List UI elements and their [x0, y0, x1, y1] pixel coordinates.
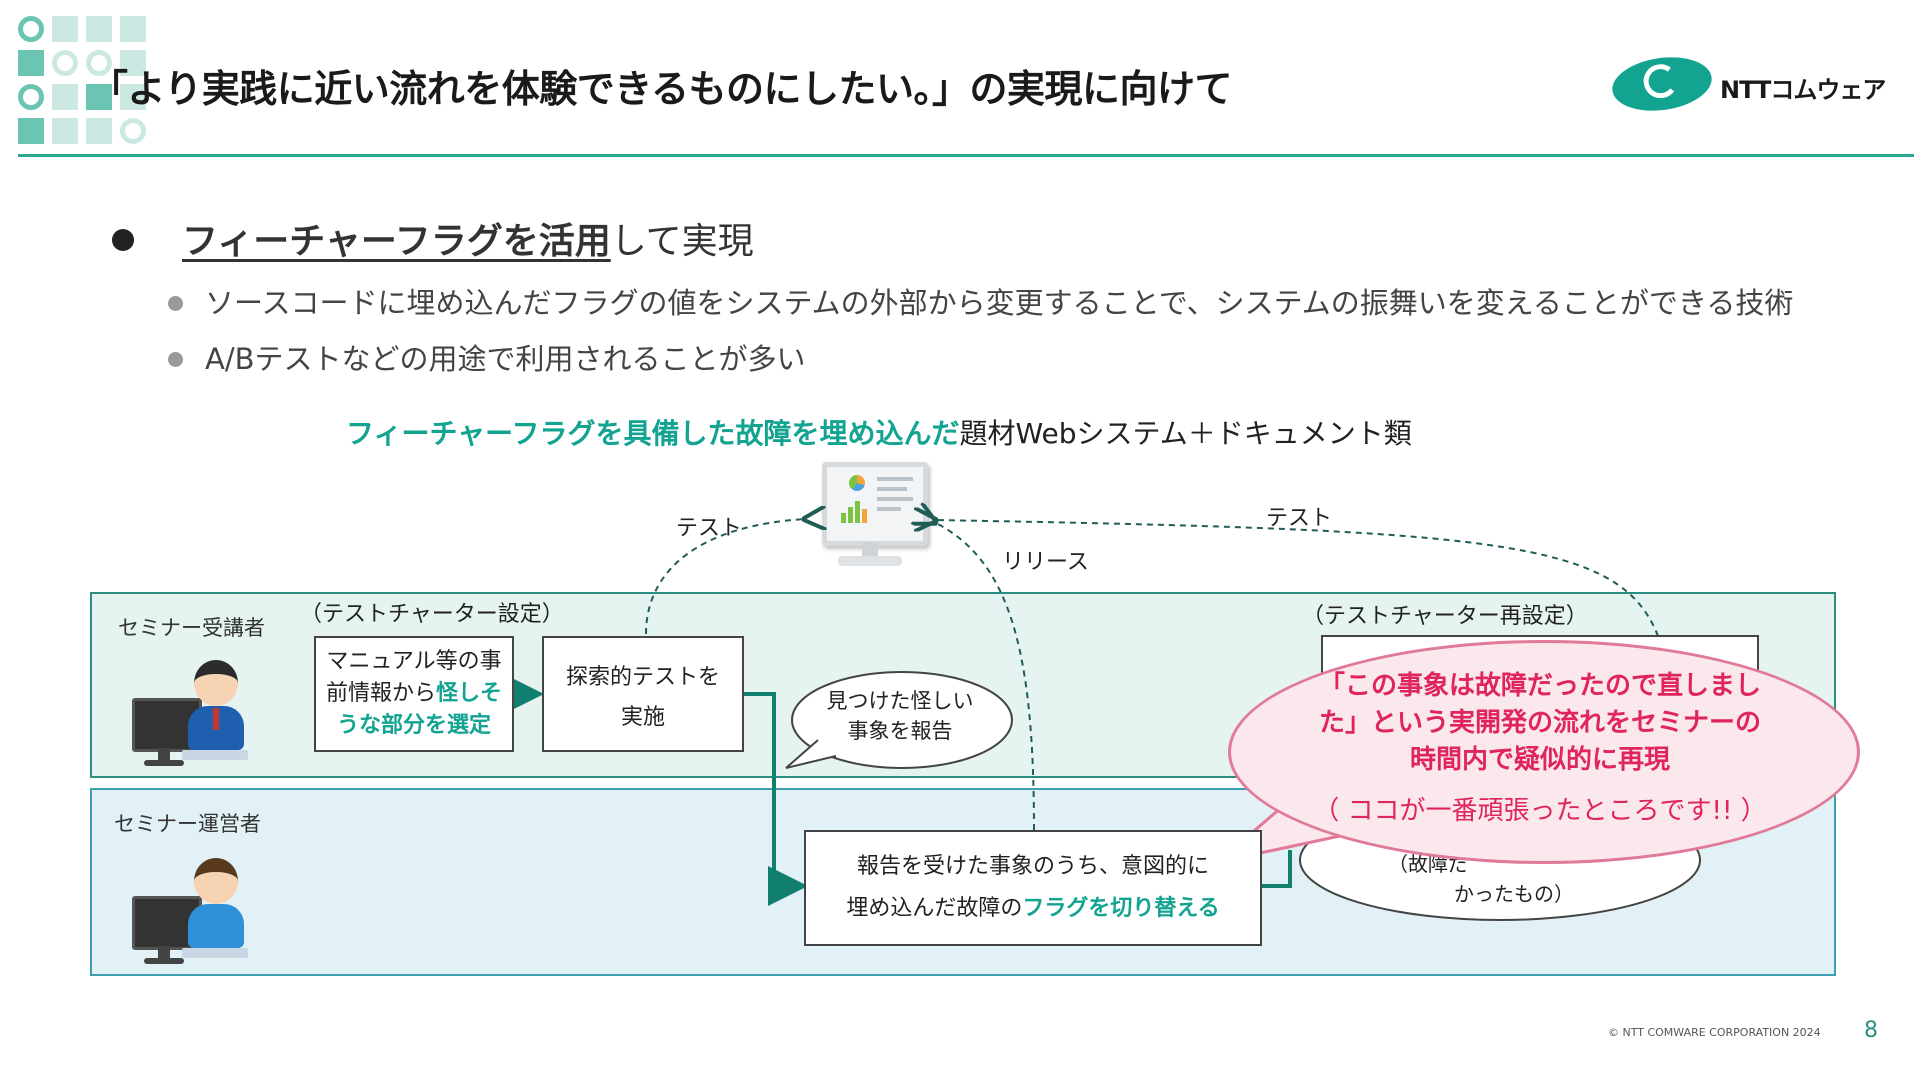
- main-bullet: フィーチャーフラグを活用して実現: [112, 212, 754, 264]
- release-arrow: [934, 522, 1035, 831]
- label-release: リリース: [1002, 550, 1089, 575]
- box-select-line2b: 怪しそ: [436, 681, 503, 706]
- box-switch-flag: 報告を受けた事象のうち、意図的に 埋め込んだ故障のフラグを切り替える: [804, 830, 1262, 946]
- speech-report-line2: 事象を報告: [847, 719, 953, 743]
- callout-line3: 時間内で疑似的に再現: [1409, 745, 1670, 775]
- brand-name: NTTコムウェア: [1720, 76, 1886, 104]
- test-arrow-left: [645, 519, 806, 635]
- lane-label-attendee: セミナー受講者: [118, 616, 265, 640]
- box-select-line3: うな部分を選定: [336, 713, 491, 738]
- box-select-suspicious: マニュアル等の事 前情報から怪しそ うな部分を選定: [314, 636, 514, 752]
- page-number: 8: [1864, 1018, 1878, 1043]
- speech-report-line1: 見つけた怪しい: [826, 689, 974, 713]
- bullet-dot-icon: [112, 229, 134, 251]
- diagram-heading-highlight: フィーチャーフラグを具備した故障を埋め込んだ: [346, 417, 960, 450]
- box-exploratory-test: 探索的テストを 実施: [542, 636, 744, 752]
- ellipse-partial-text-2: かったもの）: [1454, 882, 1574, 906]
- flow-arrow-explore-to-switch: [744, 692, 808, 906]
- attendee-person-icon: [132, 660, 252, 770]
- box-switch-line2a: 埋め込んだ故障の: [846, 896, 1023, 921]
- diagram-heading: フィーチャーフラグを具備した故障を埋め込んだ題材Webシステム＋ドキュメント類: [346, 412, 1412, 452]
- main-bullet-rest: して実現: [610, 221, 754, 262]
- brand-logo: NTTコムウェア: [1608, 51, 1886, 117]
- box-select-line2a: 前情報から: [325, 681, 436, 706]
- speech-bubble-report: [791, 671, 1013, 769]
- page-title: 「より実践に近い流れを体験できるものにしたい。」の実現に向けて: [90, 67, 1232, 111]
- label-charter-setup: （テストチャーター設定）: [300, 602, 564, 627]
- operator-person-icon: [132, 858, 252, 968]
- callout-line2: た」という実開発の流れをセミナーの: [1318, 708, 1761, 738]
- bullet-dot-icon: [168, 295, 183, 311]
- speech-report-text: 見つけた怪しい 事象を報告: [800, 686, 1000, 746]
- label-test-left: テスト: [676, 516, 743, 541]
- sub-bullet-text: ソースコードに埋め込んだフラグの値をシステムの外部から変更することで、システムの…: [205, 286, 1794, 320]
- lane-label-operator: セミナー運営者: [114, 812, 261, 836]
- sub-bullet: A/Bテストなどの用途で利用されることが多い: [168, 336, 806, 378]
- sub-bullet: ソースコードに埋め込んだフラグの値をシステムの外部から変更することで、システムの…: [168, 280, 1793, 322]
- bullet-dot-icon: [168, 351, 183, 367]
- box-select-line1: マニュアル等の事: [326, 649, 502, 674]
- footer-copyright: © NTT COMWARE CORPORATION 2024: [1608, 1026, 1821, 1039]
- flow-arrow-switch-out: [1262, 850, 1292, 888]
- diagram-heading-rest: 題材Webシステム＋ドキュメント類: [959, 417, 1412, 450]
- box-explore-line1: 探索的テストを: [565, 665, 720, 690]
- callout-text: 「この事象は故障だったので直しまし た」という実開発の流れをセミナーの 時間内で…: [1260, 668, 1820, 779]
- box-switch-line2b: フラグを切り替える: [1022, 896, 1220, 921]
- box-switch-line1: 報告を受けた事象のうち、意図的に: [856, 854, 1209, 879]
- main-bullet-emphasis: フィーチャーフラグを活用: [182, 221, 611, 262]
- speech-bubble-report-tail: [785, 739, 837, 769]
- callout-bubble: [1228, 640, 1860, 864]
- callout-line1: 「この事象は故障だったので直しまし: [1318, 671, 1761, 701]
- test-arrow-right: [934, 520, 1659, 637]
- decorative-grid-logo: [18, 16, 148, 146]
- web-system-monitor-icon: [814, 462, 928, 572]
- label-test-right: テスト: [1266, 506, 1333, 531]
- box-explore-line2: 実施: [620, 705, 665, 730]
- sub-bullet-text: A/Bテストなどの用途で利用されることが多い: [205, 342, 806, 376]
- label-charter-reset: （テストチャーター再設定）: [1302, 604, 1588, 629]
- callout-subtext: （ ココが一番頑張ったところです!! ）: [1313, 796, 1767, 826]
- header-divider: [18, 154, 1914, 157]
